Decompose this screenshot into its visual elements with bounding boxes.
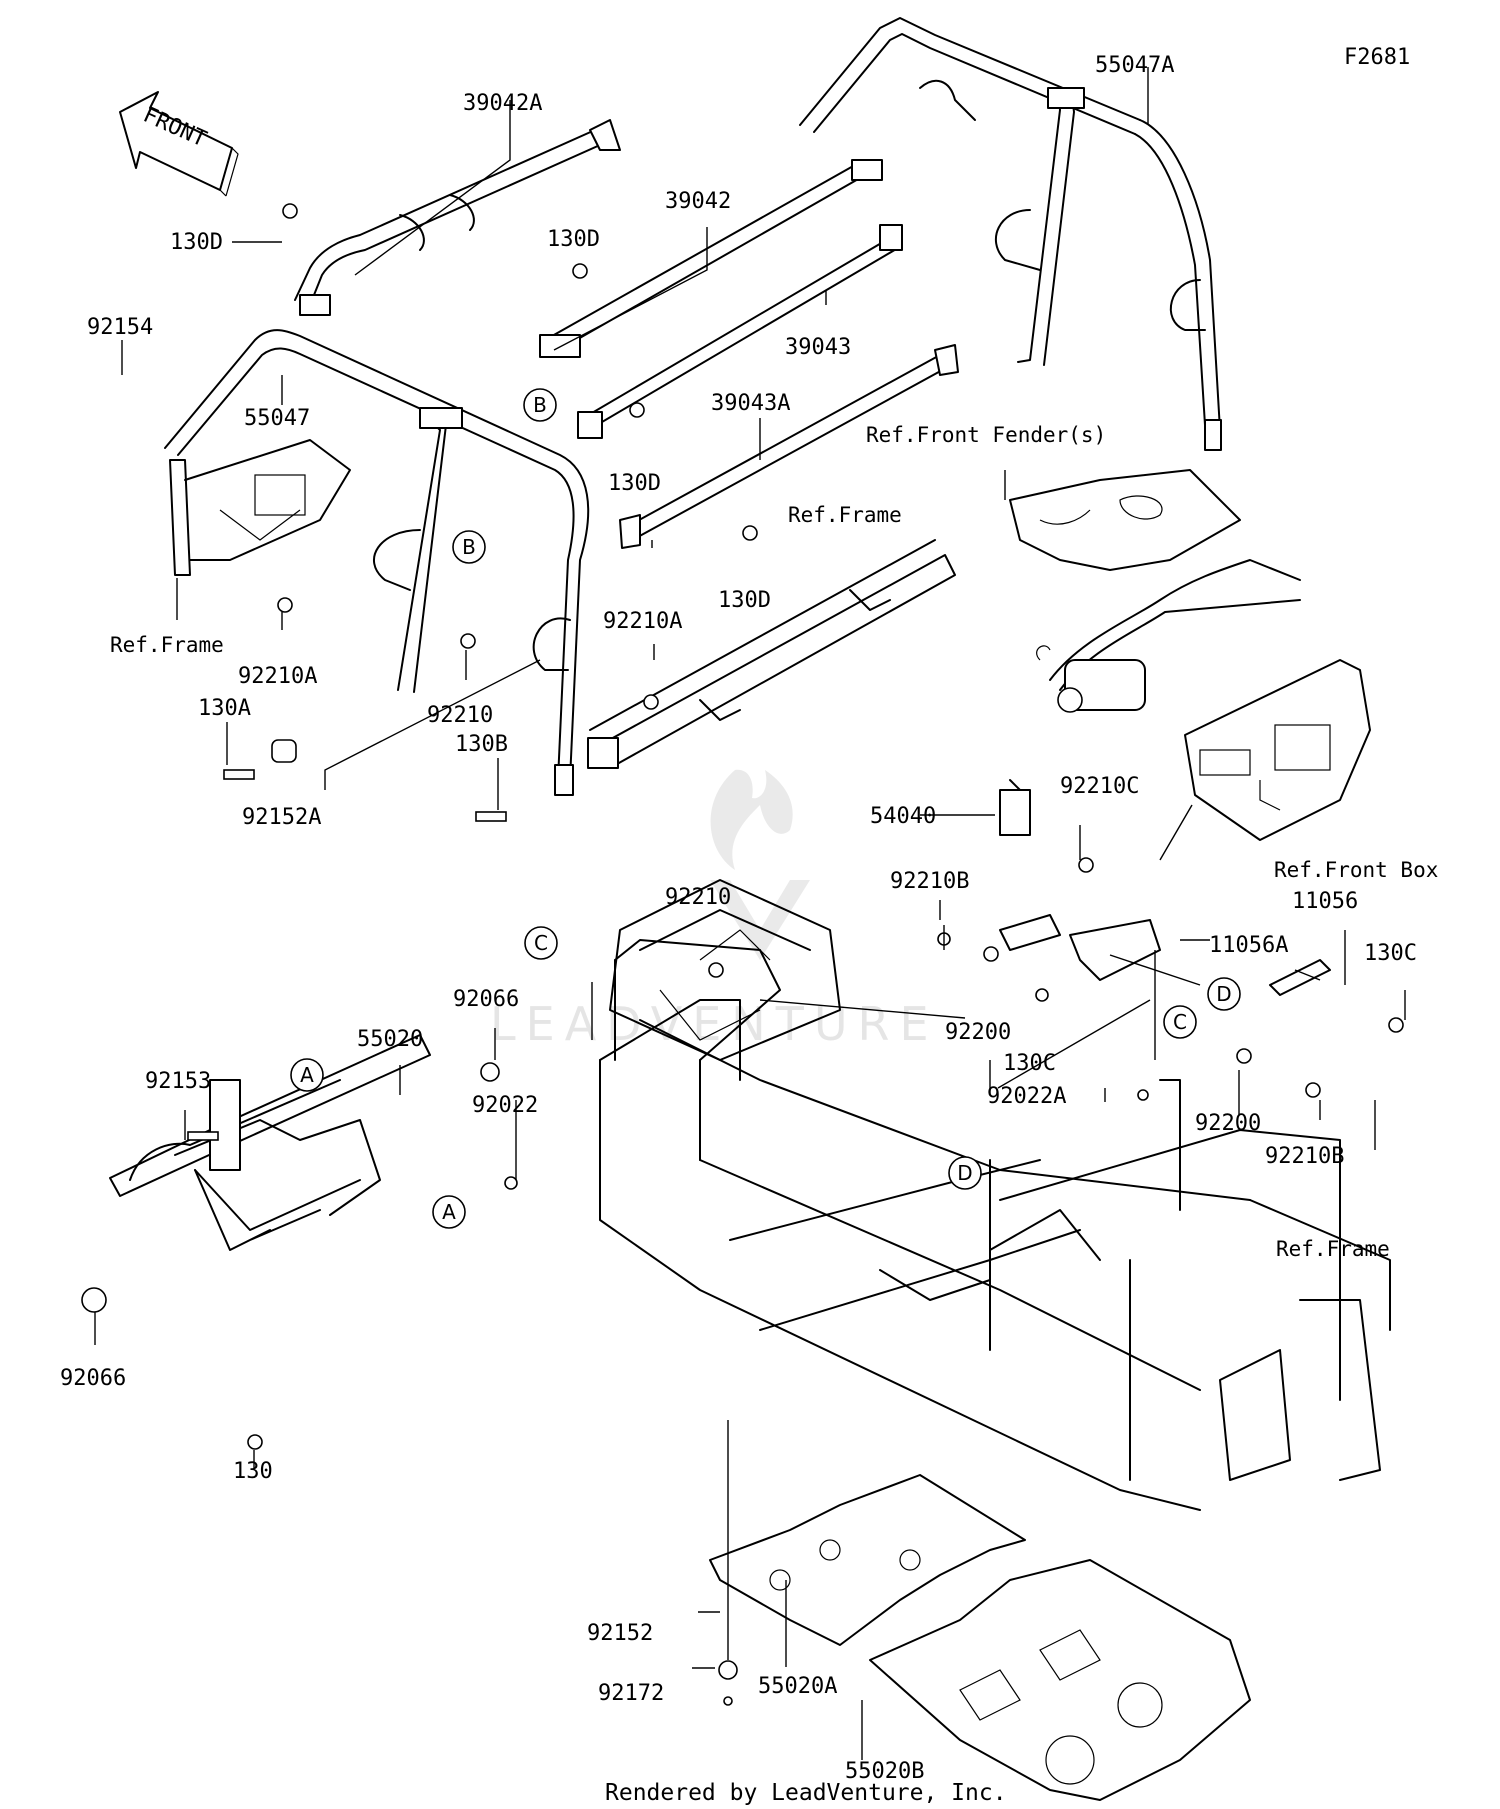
bar-39043A	[619, 344, 959, 549]
front-box	[1184, 659, 1371, 841]
front-arrow-icon: FRONT	[119, 91, 239, 197]
part-130D-1: 130D	[170, 230, 223, 255]
callout-b-1: B	[523, 388, 557, 422]
ref-frame-2: Ref.Frame	[110, 633, 224, 657]
side-bars-39042-39043	[539, 159, 903, 439]
part-39042A: 39042A	[463, 91, 542, 116]
part-92210A-1: 92210A	[603, 609, 682, 634]
fasteners	[81, 203, 1404, 1706]
part-92066-2: 92066	[60, 1366, 126, 1391]
part-39042: 39042	[665, 189, 731, 214]
frame-rail	[587, 539, 956, 769]
watermark-text: LEADVENTURE	[490, 997, 939, 1051]
part-130D-2: 130D	[547, 227, 600, 252]
part-11056A: 11056A	[1209, 933, 1288, 958]
skid-plate-55020A	[709, 1474, 1026, 1646]
part-92200-1: 92200	[945, 1020, 1011, 1045]
part-92152: 92152	[587, 1621, 653, 1646]
part-92210B-2: 92210B	[1265, 1144, 1344, 1169]
part-130C-1: 130C	[1364, 941, 1417, 966]
ref-frame-3: Ref.Frame	[1276, 1237, 1390, 1261]
front-frame-upper	[609, 879, 841, 1061]
footer-credit: Rendered by LeadVenture, Inc.	[605, 1780, 1007, 1806]
callout-c-2: C	[1163, 1005, 1197, 1039]
callout-c-1: C	[524, 926, 558, 960]
front-fender	[1009, 469, 1241, 571]
part-92152A: 92152A	[242, 805, 321, 830]
part-54040: 54040	[870, 804, 936, 829]
callout-b-2: B	[452, 530, 486, 564]
part-130B: 130B	[455, 732, 508, 757]
svg-text:C: C	[1173, 1010, 1187, 1034]
part-130D-3: 130D	[608, 471, 661, 496]
part-130C-2: 130C	[1003, 1051, 1056, 1076]
ref-frame-1: Ref.Frame	[788, 503, 902, 527]
leader-lines	[94, 67, 1406, 1760]
ref-front-fender: Ref.Front Fender(s)	[866, 423, 1106, 447]
watermark-logo	[710, 769, 810, 960]
skid-plate-55020B	[869, 1559, 1251, 1801]
part-92210C: 92210C	[1060, 774, 1139, 799]
svg-text:D: D	[957, 1161, 972, 1185]
svg-text:C: C	[534, 931, 548, 955]
front-roll-cage	[164, 329, 590, 796]
callout-d-1: D	[1207, 977, 1241, 1011]
svg-text:B: B	[533, 393, 547, 417]
part-92200-2: 92200	[1195, 1111, 1261, 1136]
diagram-code: F2681	[1344, 45, 1410, 70]
callout-a-1: A	[290, 1058, 324, 1092]
top-bar-39042A	[294, 119, 621, 316]
part-92153: 92153	[145, 1069, 211, 1094]
left-mount-bracket	[169, 439, 351, 576]
rear-roll-cage	[799, 17, 1222, 451]
part-55020: 55020	[357, 1027, 423, 1052]
part-39043A: 39043A	[711, 391, 790, 416]
part-130A: 130A	[198, 696, 251, 721]
part-92022A: 92022A	[987, 1084, 1066, 1109]
part-92154: 92154	[87, 315, 153, 340]
part-92210A-2: 92210A	[238, 664, 317, 689]
svg-text:B: B	[462, 535, 476, 559]
part-55047A: 55047A	[1095, 53, 1174, 78]
part-92066-1: 92066	[453, 987, 519, 1012]
svg-text:A: A	[300, 1063, 314, 1087]
callout-d-2: D	[948, 1156, 982, 1190]
part-92210-1: 92210	[427, 703, 493, 728]
part-92172: 92172	[598, 1681, 664, 1706]
part-130D-4: 130D	[718, 588, 771, 613]
part-55047: 55047	[244, 406, 310, 431]
svg-text:A: A	[442, 1200, 456, 1224]
harness-winch	[1036, 559, 1301, 713]
front-bumper	[109, 1034, 431, 1251]
part-130: 130	[233, 1459, 273, 1484]
part-55020A: 55020A	[758, 1674, 837, 1699]
part-11056: 11056	[1292, 889, 1358, 914]
part-92022: 92022	[472, 1093, 538, 1118]
callout-a-2: A	[432, 1195, 466, 1229]
ref-front-box: Ref.Front Box	[1274, 858, 1438, 882]
part-55020B: 55020B	[845, 1759, 924, 1784]
part-92210-2: 92210	[665, 885, 731, 910]
svg-text:D: D	[1216, 982, 1231, 1006]
part-92210B-1: 92210B	[890, 869, 969, 894]
part-39043: 39043	[785, 335, 851, 360]
winch-mount	[999, 779, 1331, 996]
